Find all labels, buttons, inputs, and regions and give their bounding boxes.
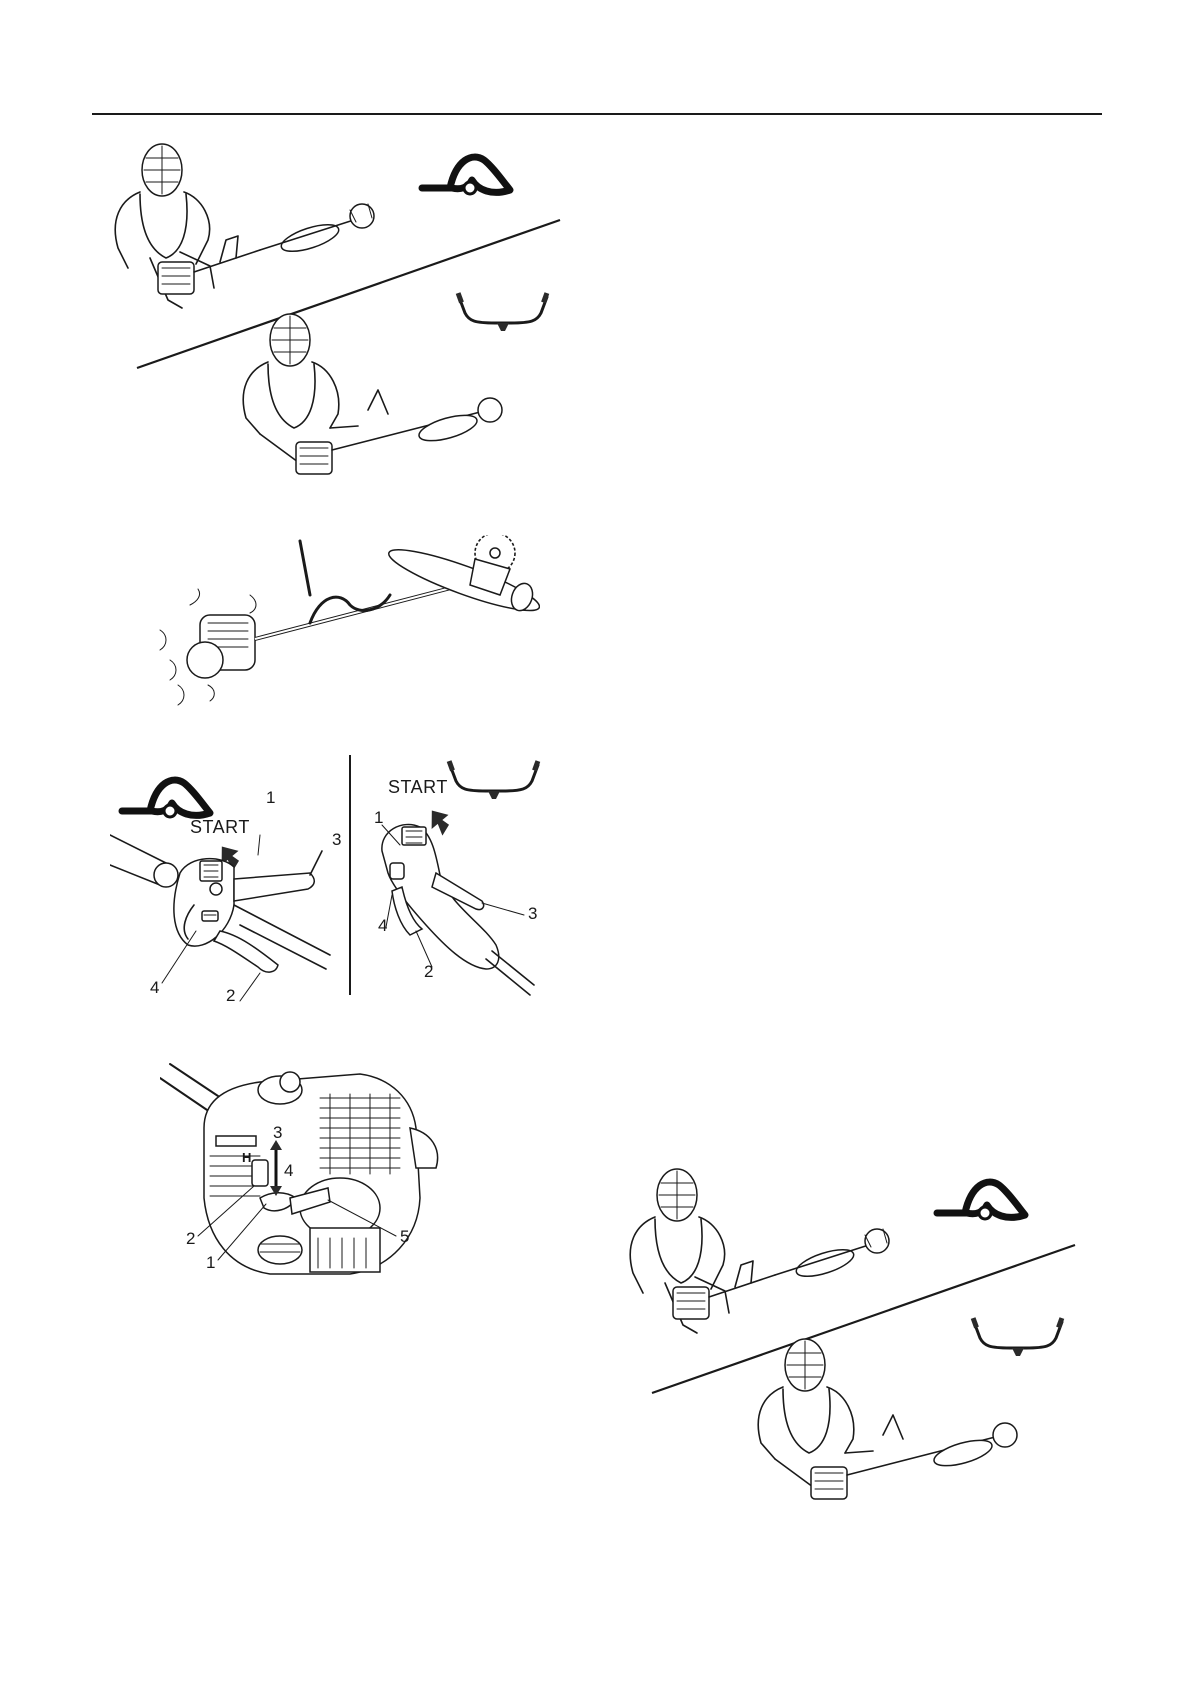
throttle-handle-left-illustration — [110, 835, 330, 1001]
separator-line — [652, 1245, 1075, 1393]
label-3-left: 3 — [332, 830, 341, 849]
figure-brushcutter-vibration — [150, 535, 540, 715]
label-2-left: 2 — [226, 986, 235, 1005]
figure-operator-positions-bottom — [625, 1165, 1085, 1535]
choke-lever-illustration — [252, 1160, 268, 1186]
separator-line — [137, 220, 560, 368]
figure-throttle-controls: 1 START 3 4 2 — [110, 755, 570, 1015]
label-h: H — [242, 1150, 251, 1165]
operator-illustration-bike — [243, 314, 502, 474]
operator-illustration-bike — [758, 1339, 1017, 1499]
engine-illustration — [160, 589, 256, 705]
operator-illustration-loop — [630, 1169, 889, 1333]
label-4-left: 4 — [150, 978, 159, 997]
label-5: 5 — [400, 1227, 409, 1246]
bike-handle-icon — [971, 1317, 1064, 1356]
header-rule — [92, 113, 1102, 115]
label-1-left: 1 — [266, 788, 275, 807]
start-arrow-right — [423, 804, 457, 838]
bike-handle-icon — [456, 292, 549, 331]
operator-illustration-loop — [115, 144, 374, 308]
bike-handle-icon — [447, 760, 540, 799]
label-3-right: 3 — [528, 904, 537, 923]
start-label-left: START — [190, 817, 250, 837]
loop-handle-icon — [937, 1182, 1025, 1219]
loop-handle-icon — [422, 157, 510, 194]
label-3: 3 — [273, 1123, 282, 1142]
start-label-right: START — [388, 777, 448, 797]
label-2: 2 — [186, 1229, 195, 1248]
label-2-right: 2 — [424, 962, 433, 981]
label-1-right: 1 — [374, 808, 383, 827]
throttle-handle-right-illustration — [382, 824, 534, 995]
figure-operator-positions-top — [110, 140, 570, 510]
loop-handle-icon — [122, 780, 210, 817]
label-1: 1 — [206, 1253, 215, 1272]
label-4: 4 — [284, 1161, 293, 1180]
figure-engine-controls: H 3 4 2 1 5 — [160, 1038, 460, 1298]
